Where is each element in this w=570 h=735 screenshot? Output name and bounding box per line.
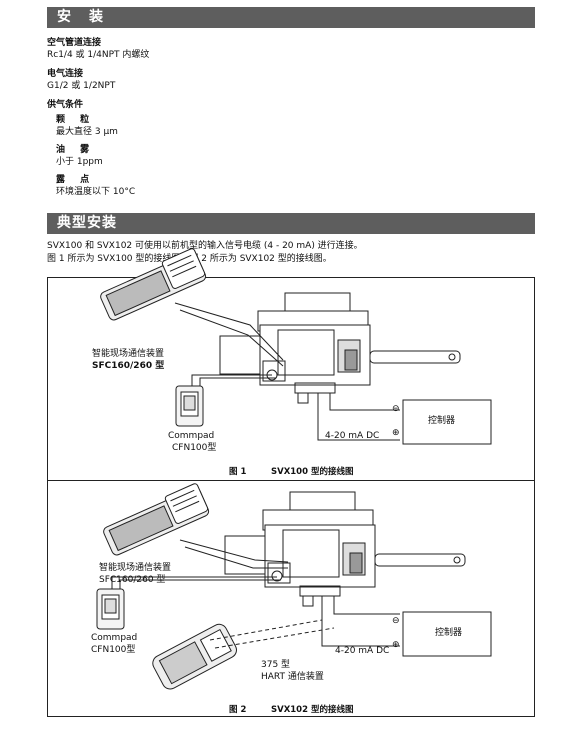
commpad-icon-fig1: [175, 385, 204, 427]
sfc-handheld-icon-fig1: [100, 248, 207, 321]
signal-label-fig1: 4-20 mA DC: [325, 431, 380, 441]
figure-1-frame: [47, 277, 535, 481]
particle-label: 颗 粒: [56, 115, 96, 125]
plus-terminal-fig1: ⊕: [392, 428, 400, 438]
dew-point-label: 露 点: [56, 175, 96, 185]
signal-wires-fig1: [174, 302, 400, 441]
controller-box-fig2: [402, 611, 492, 657]
controller-label-fig1: 控制器: [428, 416, 456, 426]
air-connection-heading: 空气管道连接: [47, 38, 102, 48]
figure-2-caption-text: SVX102 型的接线图: [271, 705, 354, 715]
hart-label-1-fig2: 375 型: [261, 660, 291, 670]
commpad-icon-fig2: [96, 588, 125, 630]
commpad-label-2-fig2: CFN100型: [91, 645, 136, 655]
oil-mist-value: 小于 1ppm: [56, 157, 103, 167]
air-connection-value: Rc1/4 或 1/4NPT 内螺纹: [47, 50, 150, 60]
figure-2-frame: [47, 481, 535, 717]
hart-label-2-fig2: HART 通信装置: [261, 672, 324, 682]
minus-terminal-fig2: ⊖: [392, 616, 400, 626]
section-header-typical-install: 典型安装: [47, 213, 535, 234]
signal-label-fig2: 4-20 mA DC: [335, 646, 390, 656]
hart-375-icon-fig2: [152, 623, 237, 690]
dew-point-value: 环境温度以下 10°C: [56, 187, 136, 197]
figure-2-caption-number: 图 2: [229, 705, 247, 715]
commpad-label-1-fig1: Commpad: [168, 431, 215, 441]
minus-terminal-fig1: ⊖: [392, 404, 400, 414]
supply-heading: 供气条件: [47, 100, 84, 110]
electric-connection-value: G1/2 或 1/2NPT: [47, 81, 116, 91]
commpad-label-2-fig1: CFN100型: [172, 443, 217, 453]
oil-mist-label: 油 雾: [56, 145, 96, 155]
positioner-body-fig2: [224, 491, 466, 607]
signal-wires-fig2: [111, 539, 400, 649]
sfc-label-2-fig1: SFC160/260 型: [92, 361, 165, 371]
controller-label-fig2: 控制器: [435, 628, 463, 638]
electric-connection-heading: 电气连接: [47, 69, 84, 79]
intro-line-1: SVX100 和 SVX102 可使用以前机型的输入信号电缆 (4 - 20 m…: [47, 241, 363, 251]
particle-value: 最大直径 3 μm: [56, 127, 118, 137]
controller-box-fig1: [402, 399, 492, 445]
commpad-label-1-fig2: Commpad: [91, 633, 138, 643]
section-header-install: 安装: [47, 7, 535, 28]
figure-1-caption-text: SVX100 型的接线图: [271, 467, 354, 477]
plus-terminal-fig2: ⊕: [392, 640, 400, 650]
positioner-body-fig1: [219, 292, 461, 404]
sfc-handheld-icon-fig2: [103, 483, 210, 556]
figure-1-caption-number: 图 1: [229, 467, 247, 477]
sfc-label-2-fig2: SFC160/260 型: [99, 575, 166, 585]
sfc-label-1-fig2: 智能现场通信装置: [99, 563, 172, 573]
sfc-label-1-fig1: 智能现场通信装置: [92, 349, 165, 359]
